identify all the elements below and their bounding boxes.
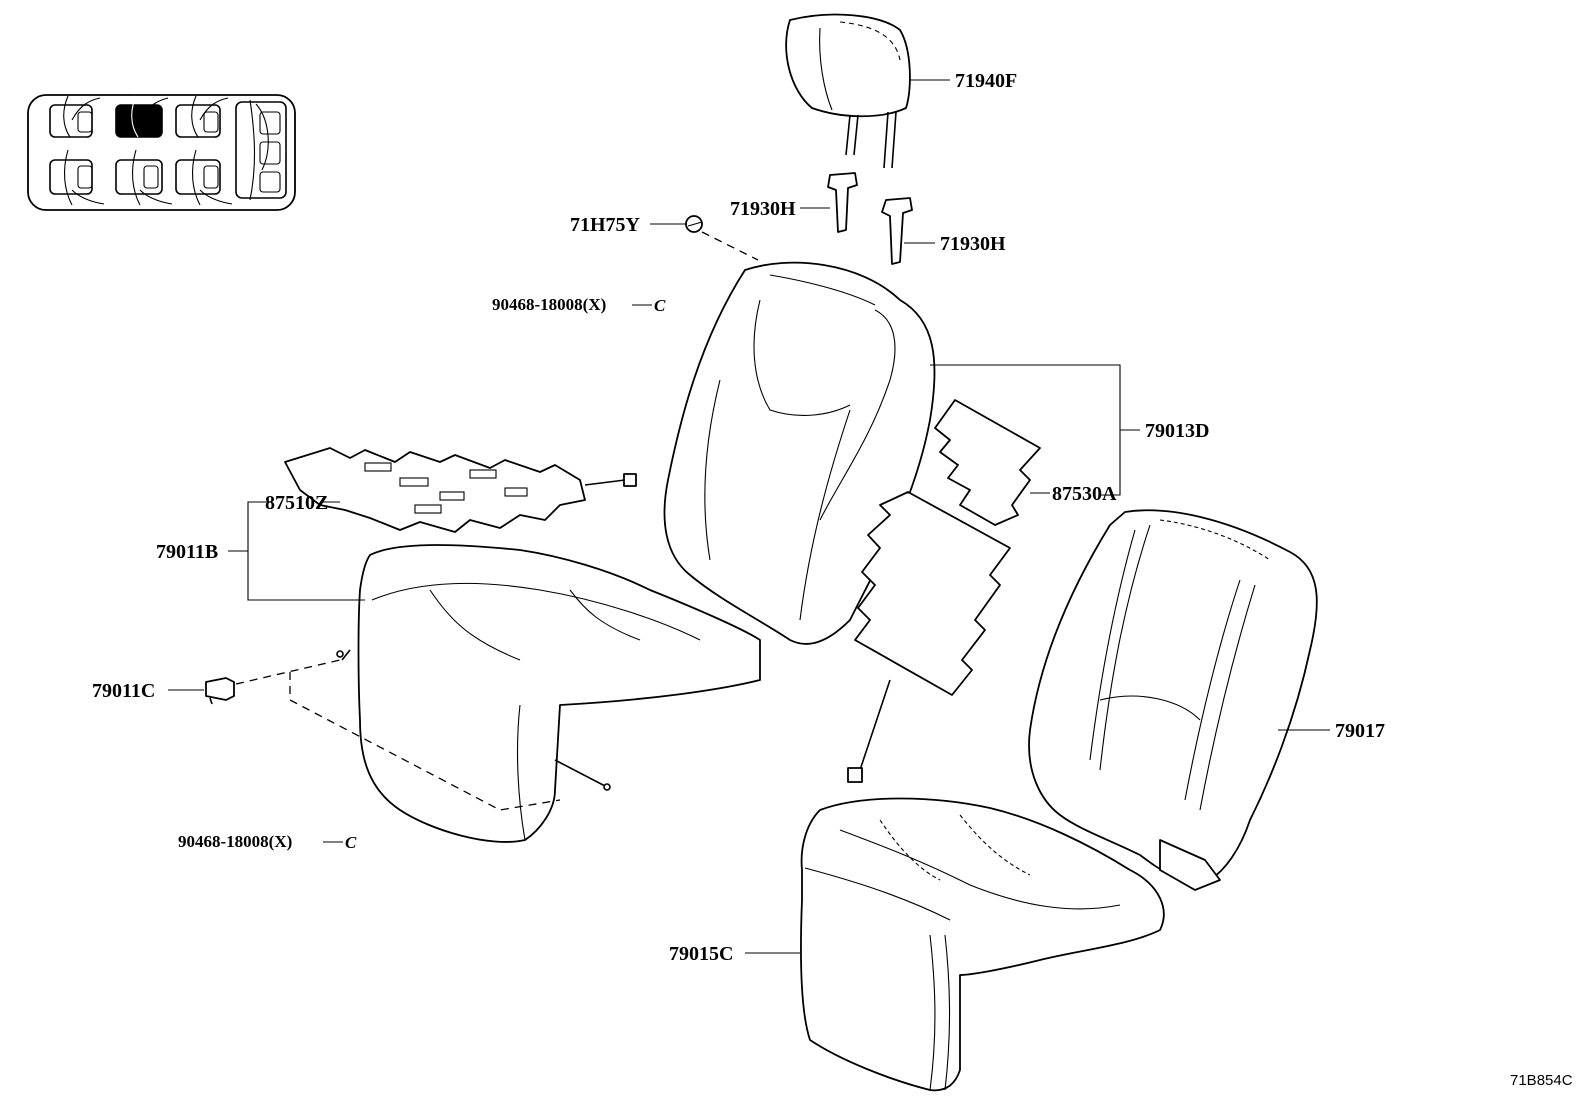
- locator-seat-3: [175, 95, 229, 138]
- headrest-guide-right: [881, 197, 913, 265]
- seatback-heater-part: [847, 399, 1041, 783]
- clip-71H75Y-part: [685, 215, 703, 233]
- locator-seat-highlighted: [115, 95, 169, 138]
- cushion-heater-part: [284, 447, 637, 533]
- diagram-code: 71B854C: [1510, 1072, 1573, 1089]
- locator-seat-5: [115, 149, 173, 206]
- seatback-cover-part: [663, 261, 936, 645]
- label-71930H-lower: 71930H: [940, 233, 1006, 255]
- label-71H75Y: 71H75Y: [570, 214, 641, 236]
- label-ref-C-upper: C: [654, 296, 666, 315]
- cushion-cover-part: [336, 544, 761, 843]
- label-71930H-upper: 71930H: [730, 198, 796, 220]
- cushion-pad-part: [800, 797, 1165, 1092]
- headrest-guide-left: [827, 172, 858, 233]
- label-87530A: 87530A: [1052, 483, 1117, 505]
- label-79017: 79017: [1335, 720, 1385, 742]
- label-90468-upper: 90468-18008(X): [492, 295, 606, 314]
- locator-side-bench: [235, 99, 287, 201]
- label-79011C: 79011C: [92, 680, 155, 702]
- label-ref-C-lower: C: [345, 833, 357, 852]
- locator-seat-6: [175, 149, 233, 206]
- clip-79011C-part: [205, 677, 235, 705]
- label-79013D: 79013D: [1145, 420, 1209, 442]
- label-90468-lower: 90468-18008(X): [178, 832, 292, 851]
- label-79011B: 79011B: [156, 541, 218, 563]
- seat-locator-inset: [27, 94, 296, 211]
- seatback-pad-part: [1028, 509, 1318, 891]
- label-87510Z: 87510Z: [265, 492, 328, 514]
- label-79015C: 79015C: [669, 943, 733, 965]
- headrest-part: [785, 13, 911, 169]
- locator-seat-4: [49, 149, 105, 206]
- label-71940F: 71940F: [955, 70, 1017, 92]
- locator-seat-1: [49, 95, 101, 138]
